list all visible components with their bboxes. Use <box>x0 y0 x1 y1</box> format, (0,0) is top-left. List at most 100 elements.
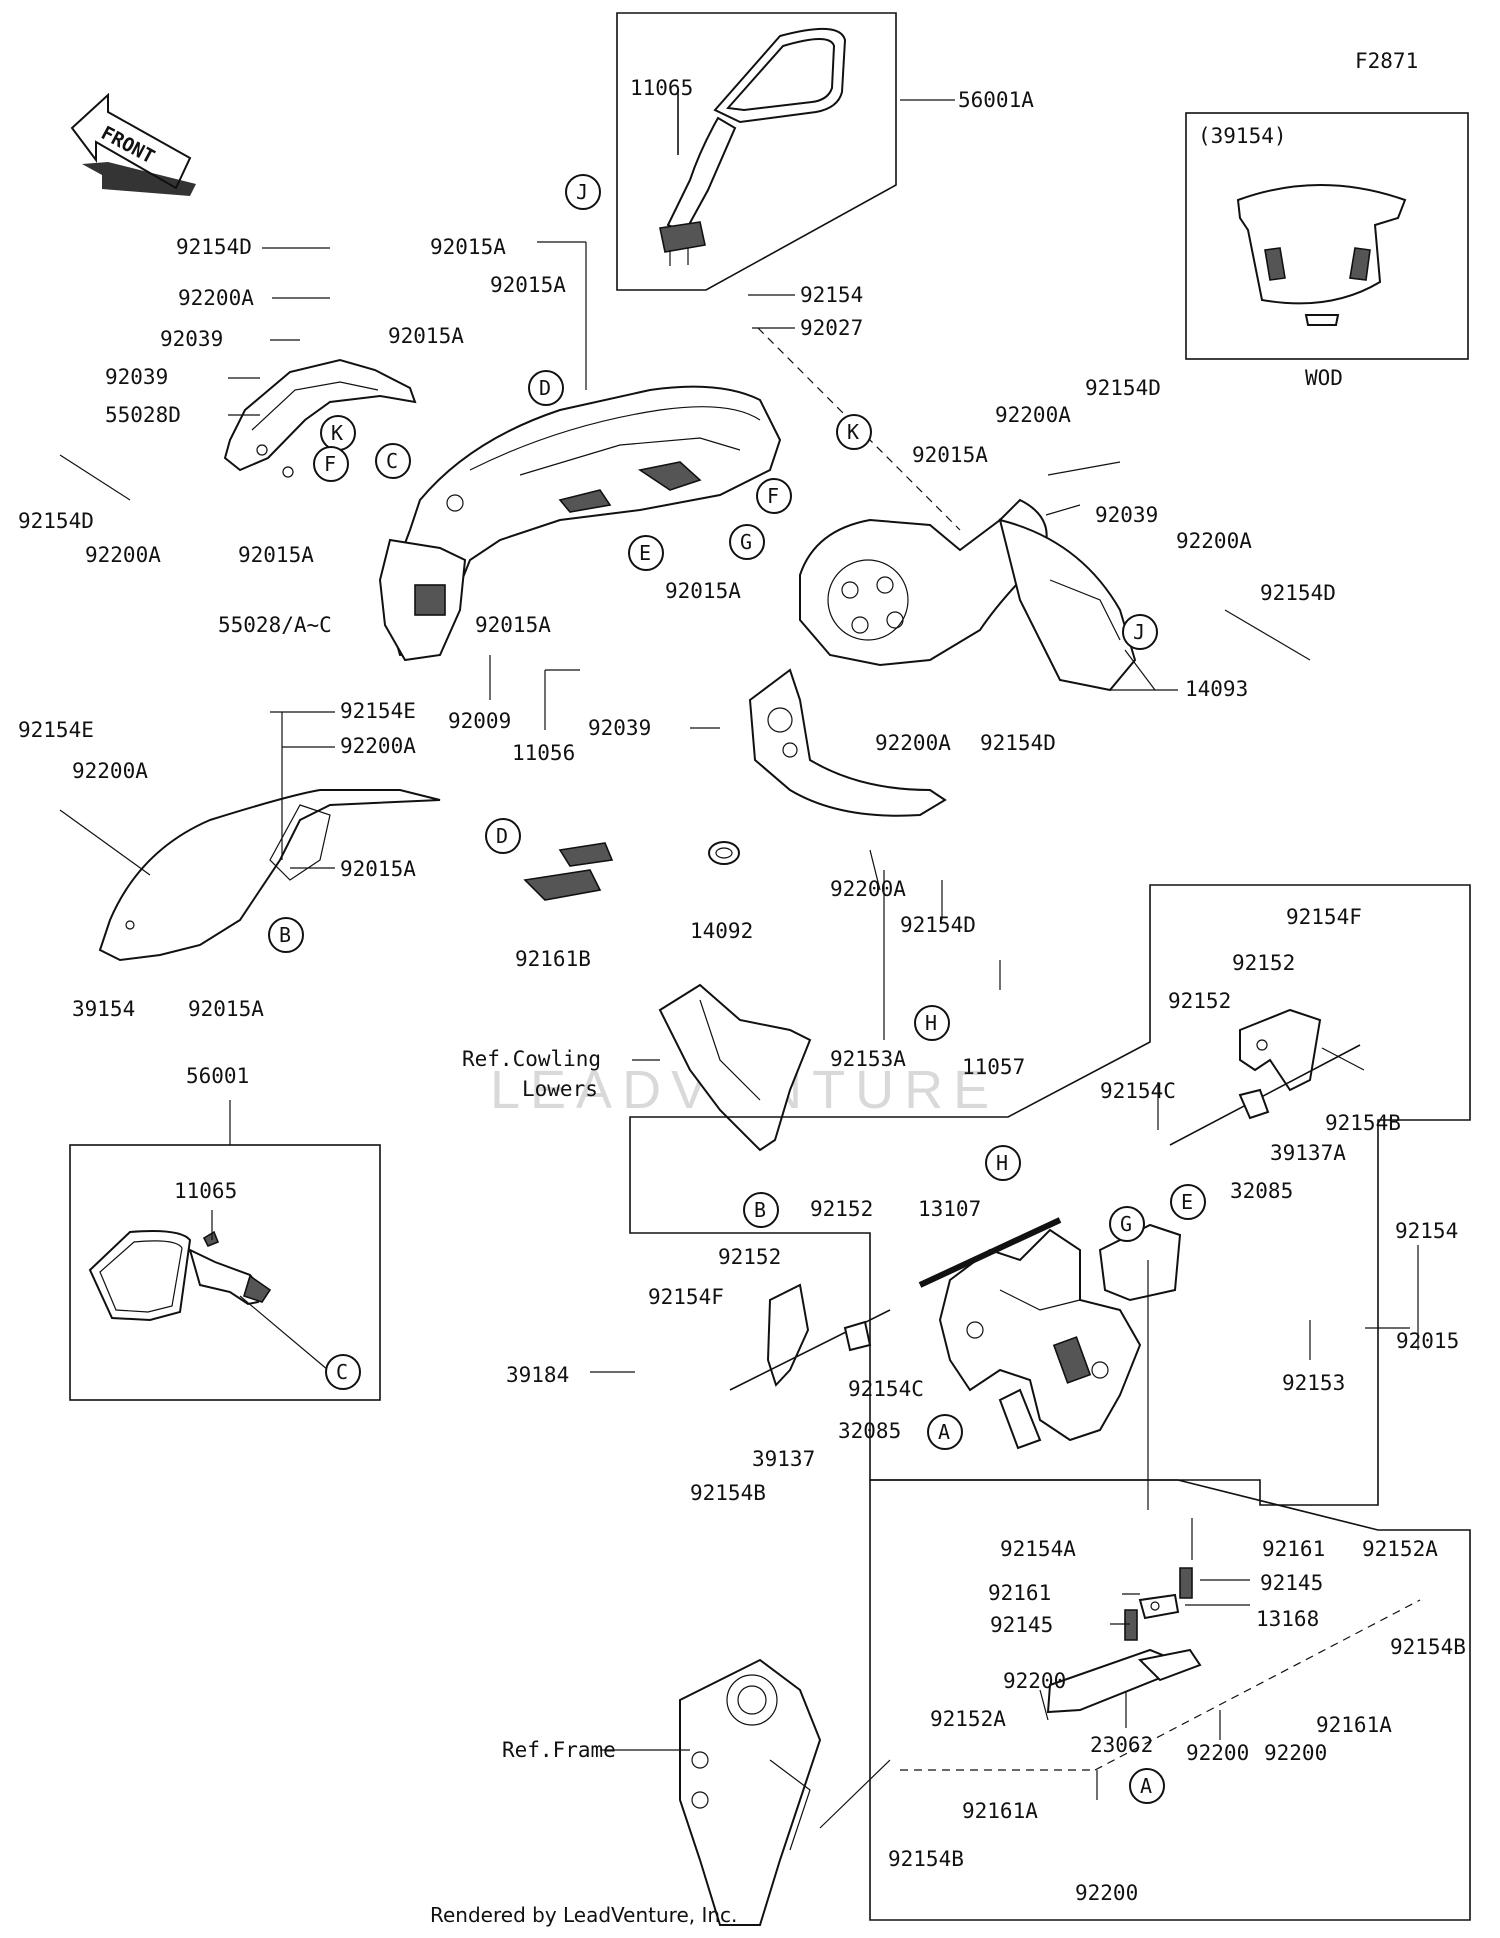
windshield-39154 <box>98 789 441 962</box>
upper-cowl-main <box>378 385 782 662</box>
part-label: 92152 <box>1168 989 1231 1013</box>
part-label: 92154D <box>980 731 1056 755</box>
part-label: 92145 <box>990 1613 1053 1637</box>
ref-cowling-label-line2: Lowers <box>522 1077 598 1101</box>
wod-header: (39154) <box>1198 124 1287 148</box>
ref-cowling-label-line1: Ref.Cowling <box>462 1047 601 1071</box>
part-label: 55028/A~C <box>218 613 332 637</box>
figure-code: F2871 <box>1355 49 1418 73</box>
ref-frame-label: Ref.Frame <box>502 1738 616 1762</box>
part-label: 39137 <box>752 1447 815 1471</box>
callout-K-right: K <box>836 414 872 450</box>
grommet-ring-14092 <box>708 841 740 865</box>
part-label: 92154D <box>18 509 94 533</box>
part-label: 92161 <box>988 1581 1051 1605</box>
footer-credit: Rendered by LeadVenture, Inc. <box>430 1903 737 1927</box>
part-label: 92152 <box>718 1245 781 1269</box>
svg-text:H: H <box>996 1151 1008 1175</box>
part-label: 92200 <box>1186 1741 1249 1765</box>
part-label: 92200A <box>1176 529 1252 553</box>
part-label: 92039 <box>160 327 223 351</box>
callout-K-left: K <box>320 415 356 451</box>
part-label: 92154E <box>340 699 416 723</box>
part-label: 92153A <box>830 1047 906 1071</box>
callout-F-left: F <box>313 446 349 482</box>
part-label: 92154C <box>1100 1079 1176 1103</box>
part-label: 92152A <box>930 1707 1006 1731</box>
part-label: 92154 <box>1395 1219 1458 1243</box>
part-label: 39184 <box>506 1363 569 1387</box>
callout-A-stay: A <box>927 1414 963 1450</box>
part-label: 92161B <box>515 947 591 971</box>
svg-text:J: J <box>576 180 588 204</box>
part-label: 14093 <box>1185 677 1248 701</box>
callout-E-top: E <box>628 535 664 571</box>
part-label: 92154B <box>690 1481 766 1505</box>
callout-G-top: G <box>729 524 765 560</box>
part-label: 13107 <box>918 1197 981 1221</box>
part-label: 13168 <box>1256 1607 1319 1631</box>
mirror-box-56001 <box>69 1144 381 1401</box>
part-label: 92200A <box>830 877 906 901</box>
part-label: 11065 <box>174 1179 237 1203</box>
ref-frame-part <box>679 1658 822 1926</box>
wod-box: (39154) WOD <box>1185 112 1469 390</box>
part-label: 55028D <box>105 403 181 427</box>
part-label: 92015A <box>430 235 506 259</box>
part-label: 92154B <box>888 1847 964 1871</box>
part-label: 92015A <box>490 273 566 297</box>
callout-E-stay: E <box>1170 1184 1206 1220</box>
part-label: 92009 <box>448 709 511 733</box>
part-label: 92154F <box>648 1285 724 1309</box>
callouts: J D K C F E G K F J D B H C B H G E A A <box>268 174 1206 1804</box>
svg-text:F: F <box>767 484 779 508</box>
part-label: 92154D <box>176 235 252 259</box>
part-label: 39137A <box>1270 1141 1346 1165</box>
callout-G-stay: G <box>1109 1206 1145 1242</box>
part-label: 92200A <box>995 403 1071 427</box>
callout-C-mirror: C <box>325 1354 361 1390</box>
part-label: 56001A <box>958 88 1034 112</box>
stay-box-39184 <box>629 884 1471 1921</box>
bracket-39137 <box>729 1283 891 1391</box>
part-label: 92152 <box>1232 951 1295 975</box>
svg-text:B: B <box>754 1198 766 1222</box>
part-label: 92154B <box>1325 1111 1401 1135</box>
callout-B-stay: B <box>743 1192 779 1228</box>
part-label: 92200 <box>1003 1669 1066 1693</box>
part-label: 92200A <box>72 759 148 783</box>
part-label: 92015 <box>1396 1329 1459 1353</box>
callout-F-right: F <box>756 478 792 514</box>
part-label: 92154B <box>1390 1635 1466 1659</box>
part-label: 92152 <box>810 1197 873 1221</box>
part-label: 92161A <box>1316 1713 1392 1737</box>
svg-text:F: F <box>324 452 336 476</box>
svg-text:K: K <box>847 420 859 444</box>
part-label: 56001 <box>186 1064 249 1088</box>
part-label: 92015A <box>188 997 264 1021</box>
part-label: 92153 <box>1282 1371 1345 1395</box>
part-label: 92154C <box>848 1377 924 1401</box>
part-label: 92154D <box>1085 376 1161 400</box>
svg-text:E: E <box>1181 1190 1193 1214</box>
svg-text:G: G <box>1120 1212 1132 1236</box>
svg-text:G: G <box>740 530 752 554</box>
part-label: 92200 <box>1264 1741 1327 1765</box>
svg-text:K: K <box>331 421 343 445</box>
part-label: 92154E <box>18 718 94 742</box>
callout-D-mid: D <box>485 818 521 854</box>
part-label: 92200A <box>85 543 161 567</box>
svg-text:E: E <box>639 541 651 565</box>
part-label: 92015A <box>665 579 741 603</box>
mirror-box-56001a <box>616 12 897 291</box>
svg-text:D: D <box>496 824 508 848</box>
part-label: 11056 <box>512 741 575 765</box>
callout-J-right: J <box>1122 614 1158 650</box>
part-label: 39154 <box>72 997 135 1021</box>
part-label: 92015A <box>340 857 416 881</box>
bracket-39137a <box>1169 1008 1361 1146</box>
svg-text:J: J <box>1133 620 1145 644</box>
part-label: 92015A <box>388 324 464 348</box>
part-label: 92161 <box>1262 1537 1325 1561</box>
callout-C-top: C <box>375 443 411 479</box>
